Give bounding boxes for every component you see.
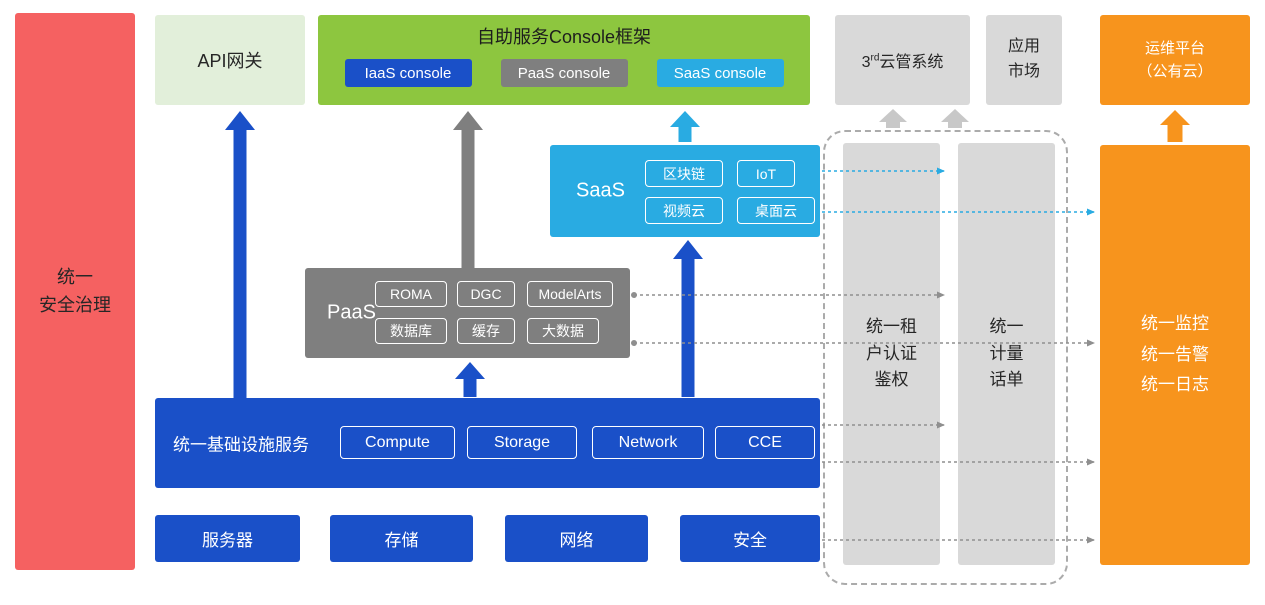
- metering-bar-line1: 统一: [989, 317, 1024, 337]
- saas-item-desktop-cloud: 桌面云: [737, 197, 815, 224]
- app-market-line2: 市场: [1007, 63, 1040, 80]
- arrow-paas-to-console: [453, 111, 483, 268]
- om-platform-box: 运维平台 （公有云）: [1100, 15, 1250, 105]
- iaas-console-chip: IaaS console: [344, 59, 472, 87]
- hardware-network-label: 网络: [559, 531, 594, 550]
- monitoring-bar-line1: 统一监控: [1141, 314, 1209, 334]
- paas-layer-label: PaaS: [327, 301, 376, 324]
- arrow-saas-to-console: [670, 111, 700, 142]
- paas-item-modelarts: ModelArts: [527, 281, 613, 307]
- paas-item-database: 数据库: [375, 318, 447, 344]
- arrow-iaas-to-paas: [455, 362, 485, 397]
- iaas-layer-label: 统一基础设施服务: [173, 435, 309, 455]
- metering-bar-line2: 计量: [989, 343, 1024, 363]
- third-party-cloud-mgmt-label: 3rd云管系统: [861, 52, 944, 71]
- monitoring-bar-line3: 统一日志: [1141, 375, 1209, 395]
- tenant-services-dashed-frame: [823, 130, 1068, 585]
- unified-metering-bar: 统一 计量 话单: [958, 143, 1055, 565]
- console-framework-box: 自助服务Console框架 IaaS console PaaS console …: [318, 15, 810, 105]
- hardware-storage-box: 存储: [330, 515, 473, 562]
- saas-console-chip: SaaS console: [656, 59, 784, 87]
- paas-item-roma: ROMA: [375, 281, 447, 307]
- api-gateway-box: API网关: [155, 15, 305, 105]
- arrow-monitoring-to-om-platform: [1160, 110, 1190, 142]
- hardware-storage-label: 存储: [384, 531, 419, 550]
- iaas-layer-box: 统一基础设施服务 Compute Storage Network CCE: [155, 398, 820, 488]
- hardware-network-box: 网络: [505, 515, 648, 562]
- iaas-item-storage: Storage: [467, 426, 577, 459]
- auth-bar-line2: 户认证: [866, 343, 917, 363]
- paas-console-chip: PaaS console: [500, 59, 628, 87]
- hardware-security-box: 安全: [680, 515, 820, 562]
- unified-security-governance-bar: 统一 安全治理: [15, 13, 135, 570]
- iaas-item-cce: CCE: [715, 426, 815, 459]
- paas-item-bigdata: 大数据: [527, 318, 599, 344]
- hardware-server-box: 服务器: [155, 515, 300, 562]
- api-gateway-label: API网关: [197, 51, 263, 71]
- saas-item-video-cloud: 视频云: [645, 197, 723, 224]
- unified-monitoring-bar: 统一监控 统一告警 统一日志: [1100, 145, 1250, 565]
- saas-item-blockchain: 区块链: [645, 160, 723, 187]
- om-platform-line1: 运维平台: [1144, 39, 1205, 57]
- third-party-cloud-mgmt-box: 3rd云管系统: [835, 15, 970, 105]
- auth-bar-line3: 鉴权: [874, 370, 909, 390]
- arrow-iaas-to-saas: [673, 240, 703, 397]
- security-bar-line1: 统一: [57, 266, 93, 287]
- hardware-security-label: 安全: [733, 531, 767, 550]
- arrow-iaas-to-api-gateway: [225, 111, 255, 398]
- saas-layer-box: SaaS 区块链 IoT 视频云 桌面云: [550, 145, 820, 237]
- paas-item-dgc: DGC: [457, 281, 515, 307]
- hardware-server-label: 服务器: [202, 531, 253, 550]
- iaas-item-network: Network: [592, 426, 704, 459]
- arrow-auth-to-3rd-cloud: [879, 109, 907, 128]
- saas-layer-label: SaaS: [576, 179, 625, 202]
- paas-item-cache: 缓存: [457, 318, 515, 344]
- metering-bar-line3: 话单: [989, 370, 1024, 390]
- paas-layer-box: PaaS ROMA DGC ModelArts 数据库 缓存 大数据: [305, 268, 630, 358]
- saas-item-iot: IoT: [737, 160, 795, 187]
- unified-tenant-auth-bar: 统一租 户认证 鉴权: [843, 143, 940, 565]
- app-market-line1: 应用: [1007, 38, 1040, 56]
- app-market-box: 应用 市场: [986, 15, 1062, 105]
- om-platform-line2: （公有云）: [1137, 63, 1213, 80]
- monitoring-bar-line2: 统一告警: [1141, 344, 1209, 364]
- security-bar-line2: 安全治理: [39, 294, 111, 315]
- auth-bar-line1: 统一租: [866, 317, 917, 337]
- arrow-metering-to-3rd-cloud: [941, 109, 969, 128]
- console-framework-title: 自助服务Console框架: [476, 27, 652, 47]
- iaas-item-compute: Compute: [340, 426, 455, 459]
- console-chip-row: IaaS console PaaS console SaaS console: [318, 59, 810, 87]
